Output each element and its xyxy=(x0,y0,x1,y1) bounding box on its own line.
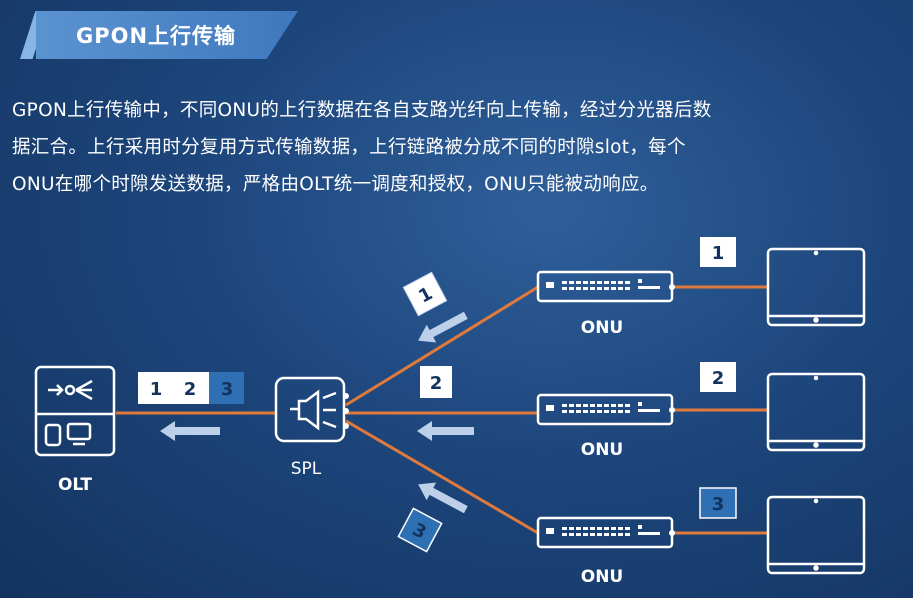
onu-3-slot-number: 3 xyxy=(712,494,725,515)
terminal-monitor-1 xyxy=(766,247,866,327)
onu-2-label: ONU xyxy=(581,440,623,460)
merged-slot-3: 3 xyxy=(221,379,234,400)
title-banner: GPON上行传输 xyxy=(36,11,298,59)
onu-device-2 xyxy=(536,393,677,426)
upstream-arrows xyxy=(160,311,474,514)
onu-device-3 xyxy=(536,516,677,549)
onu-1-slot-tag: 1 xyxy=(700,237,736,267)
onu-1-label: ONU xyxy=(581,318,623,338)
arrow-branch-3-downleft xyxy=(418,482,468,514)
fiber-links xyxy=(116,285,768,535)
description-paragraph: GPON上行传输中，不同ONU的上行数据在各自支路光纤向上传输，经过分光器后数 … xyxy=(12,92,902,203)
onu-device-1 xyxy=(536,270,675,303)
arrow-branch-1-upleft xyxy=(418,311,468,343)
fiber-branch-3 xyxy=(345,419,539,535)
splitter-ports xyxy=(343,393,349,429)
branch-2-slot-number: 2 xyxy=(430,373,443,394)
onu-2-slot-tag: 2 xyxy=(700,362,736,392)
terminal-monitor-3 xyxy=(766,495,866,575)
spl-label: SPL xyxy=(291,459,322,479)
description-line-3: ONU在哪个时隙发送数据，严格由OLT统一调度和授权，ONU只能被动响应。 xyxy=(12,174,659,195)
onu-1-slot-number: 1 xyxy=(712,243,725,264)
onu-2-slot-number: 2 xyxy=(712,368,725,389)
splitter-device xyxy=(274,376,346,443)
branch-3-slot-tag: 3 xyxy=(397,507,443,553)
branch-2-slot-tag: 2 xyxy=(420,366,452,398)
olt-label: OLT xyxy=(58,475,92,495)
branch-1-slot-tag: 1 xyxy=(402,271,448,317)
fiber-branch-1 xyxy=(345,285,539,407)
onu-3-slot-tag: 3 xyxy=(699,487,737,519)
terminal-monitor-2 xyxy=(766,372,866,452)
description-line-1: GPON上行传输中，不同ONU的上行数据在各自支路光纤向上传输，经过分光器后数 xyxy=(12,100,712,121)
arrow-trunk-left xyxy=(160,421,220,441)
merged-slot-1: 1 xyxy=(150,379,163,400)
merged-slot-frame: 1 2 3 xyxy=(138,372,244,404)
arrow-branch-2-left xyxy=(417,421,474,441)
merged-slot-2: 2 xyxy=(184,379,197,400)
description-line-2: 据汇合。上行采用时分复用方式传输数据，上行链路被分成不同的时隙slot，每个 xyxy=(12,137,686,158)
page-title: GPON上行传输 xyxy=(76,24,237,48)
onu-3-label: ONU xyxy=(581,567,623,587)
olt-device xyxy=(34,365,116,457)
